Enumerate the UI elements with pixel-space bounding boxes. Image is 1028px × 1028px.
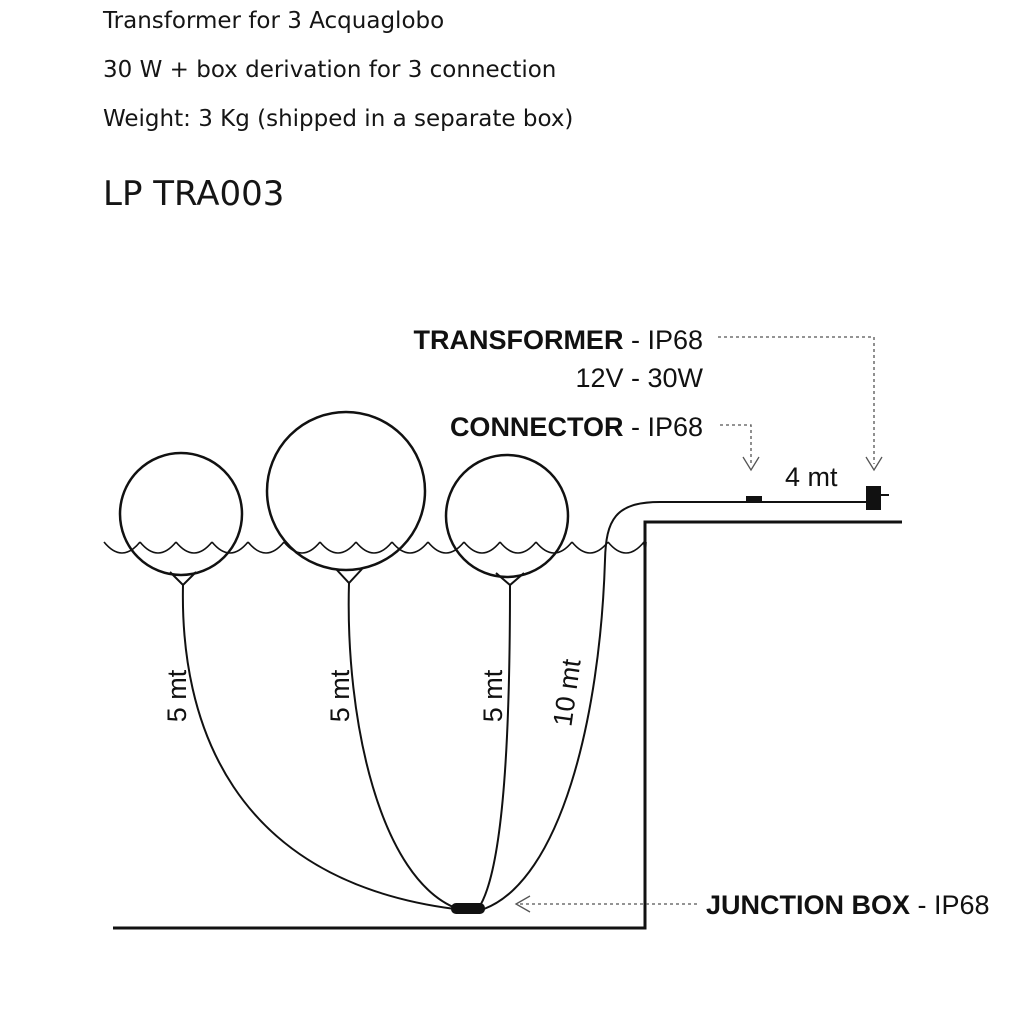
- globe-3: [444, 453, 570, 579]
- cable-main: [483, 501, 868, 910]
- cable-globe-3: [477, 584, 511, 910]
- junction-rating: - IP68: [910, 890, 990, 920]
- cable-globe-2: [347, 582, 459, 910]
- junction-label: JUNCTION BOX - IP68: [706, 890, 990, 920]
- transformer-rating: - IP68: [623, 325, 703, 355]
- water-surface: [103, 541, 647, 554]
- connector-label: CONNECTOR - IP68: [450, 412, 703, 442]
- cable-length-globe-2: 5 mt: [325, 669, 355, 722]
- globe-1: [118, 451, 244, 577]
- connector-arrow-icon: [742, 456, 760, 472]
- spec-title: Transformer for 3 Acquaglobo: [103, 8, 445, 34]
- junction-arrow-icon: [514, 895, 531, 913]
- globe-2: [265, 410, 427, 572]
- cable-length-main: 10 mt: [548, 657, 587, 729]
- connector-rating: - IP68: [623, 412, 703, 442]
- transformer-arrow-icon: [865, 456, 883, 472]
- junction-box: [451, 903, 485, 914]
- pool-wall-line: [113, 520, 902, 930]
- transformer-name: TRANSFORMER: [413, 325, 623, 355]
- transformer-power: 12V - 30W: [575, 363, 703, 393]
- connector-leader: [720, 424, 752, 464]
- cable-length-globe-1: 5 mt: [162, 669, 192, 722]
- connector: [746, 496, 762, 503]
- shore-cable-length: 4 mt: [785, 462, 838, 492]
- junction-name: JUNCTION BOX: [706, 890, 910, 920]
- transformer-leader: [718, 336, 875, 464]
- transformer: [866, 486, 881, 510]
- cable-globe-1: [181, 584, 456, 910]
- cable-length-globe-3: 5 mt: [478, 669, 508, 722]
- spec-power: 30 W + box derivation for 3 connection: [103, 57, 557, 83]
- spec-weight: Weight: 3 Kg (shipped in a separate box): [103, 106, 574, 132]
- transformer-label: TRANSFORMER - IP68: [413, 325, 703, 355]
- product-code: LP TRA003: [103, 174, 285, 214]
- connector-name: CONNECTOR: [450, 412, 624, 442]
